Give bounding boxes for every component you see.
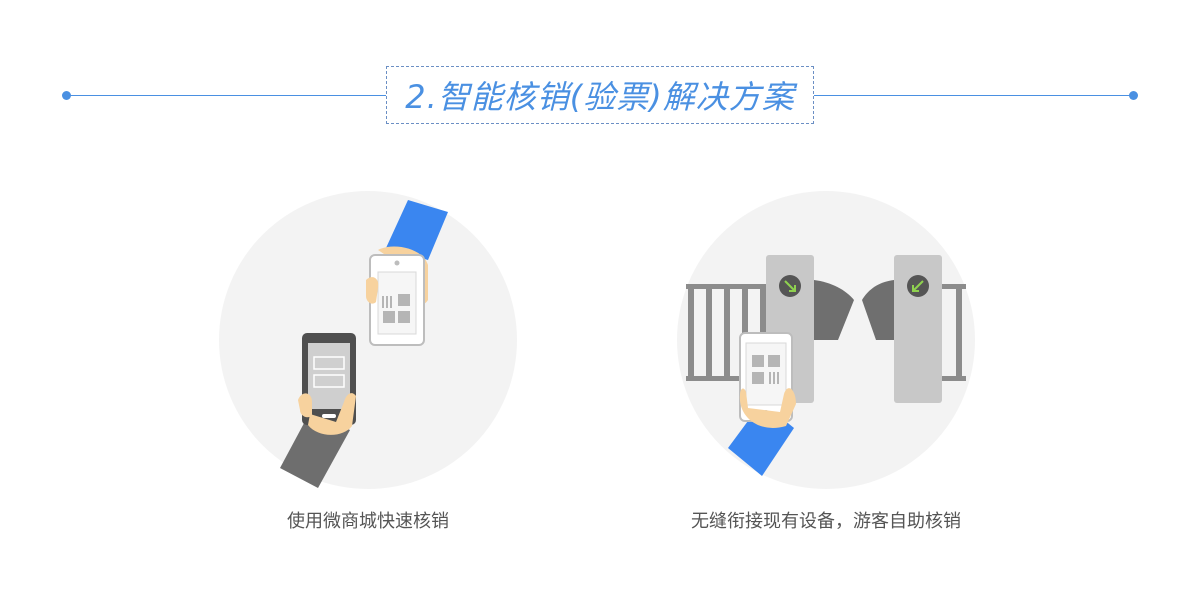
hand-bottom-icon (308, 393, 356, 435)
turnstile-gate-icon-right (894, 255, 942, 403)
blue-sleeve-icon (386, 200, 448, 260)
scene-self-service-gate (676, 190, 976, 490)
fence-right-icon (942, 284, 966, 381)
caption-self-service: 无缝衔接现有设备，游客自助核销 (691, 511, 961, 532)
page-title: 2.智能核销(验票)解决方案 (405, 78, 795, 116)
scene-background-circle (219, 191, 517, 489)
header-dot-left (62, 91, 71, 100)
header-line-right (814, 95, 1134, 96)
hand-icon (739, 388, 796, 428)
caption-merchant: 使用微商城快速核销 (287, 511, 449, 532)
header-line-left (66, 95, 386, 96)
merchant-verification-illustration (219, 191, 517, 489)
title-box: 2.智能核销(验票)解决方案 (386, 66, 814, 124)
scene-merchant-verification (218, 190, 518, 490)
header-dot-right (1129, 91, 1138, 100)
self-service-gate-illustration (677, 191, 975, 489)
